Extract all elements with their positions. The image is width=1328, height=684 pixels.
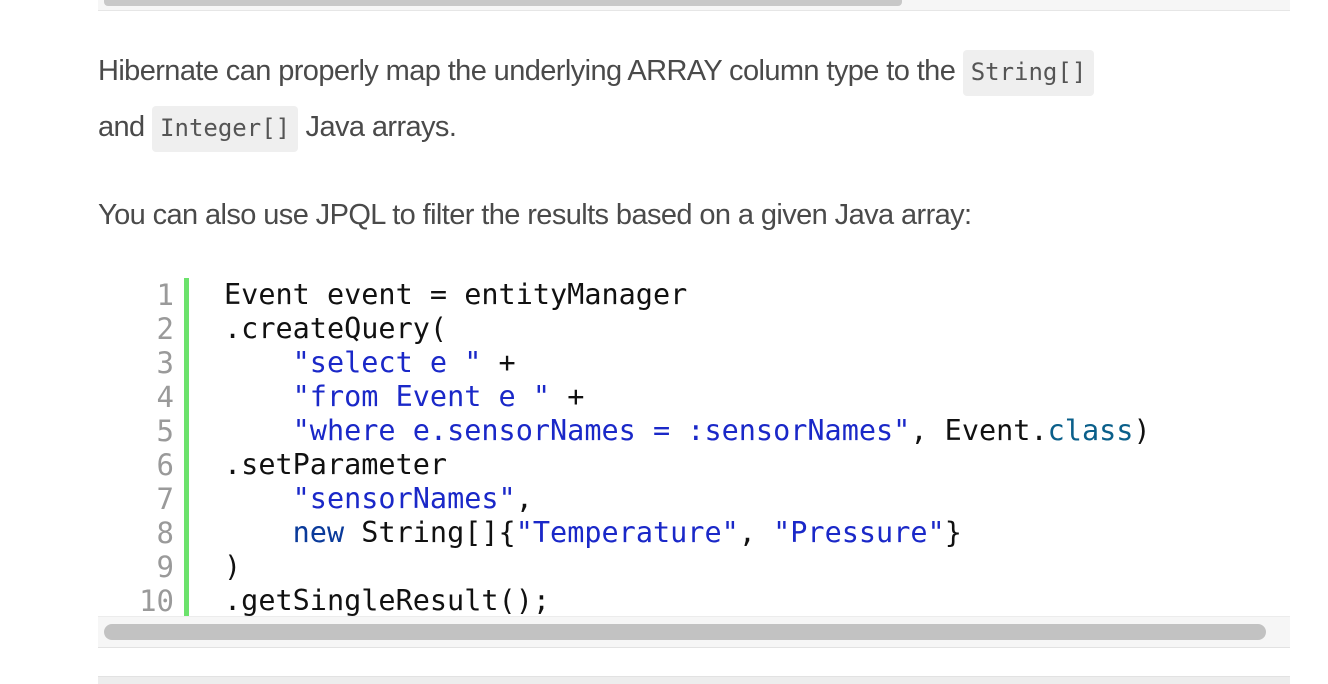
code-token: String[]{ (344, 516, 516, 549)
code-token (224, 482, 293, 515)
code-line: .createQuery( (224, 312, 1151, 346)
line-number: 4 (156, 380, 174, 414)
line-number: 8 (156, 516, 174, 550)
code-string-token: "where e.sensorNames = :sensorNames" (292, 414, 911, 447)
code-keyword-token: new (292, 516, 345, 549)
code-string-token: "from Event e " (292, 380, 551, 413)
code-keyword-token: class (1047, 414, 1134, 447)
code-string-token: "select e " (292, 346, 482, 379)
code-string-token: "Pressure" (773, 516, 945, 549)
code-string-token: "Temperature" (515, 516, 739, 549)
line-number: 5 (156, 414, 174, 448)
code-line: "select e " + (224, 346, 1151, 380)
line-number: 9 (156, 550, 174, 584)
code-string-token: "sensorNames" (292, 482, 516, 515)
code-line: new String[]{"Temperature", "Pressure"} (224, 516, 1151, 550)
code-token: , (515, 482, 533, 515)
code-token: .setParameter (224, 448, 448, 481)
code-token: , (738, 516, 774, 549)
code-token: + (550, 380, 585, 413)
code-line: ) (224, 550, 1151, 584)
code-line: "from Event e " + (224, 380, 1151, 414)
code-token (224, 380, 293, 413)
paragraph-text: Java arrays. (298, 111, 457, 143)
code-token: , Event. (910, 414, 1048, 447)
code-line: Event event = entityManager (224, 278, 1151, 312)
code-line: "where e.sensorNames = :sensorNames", Ev… (224, 414, 1151, 448)
code-token (224, 414, 293, 447)
code-token: } (944, 516, 962, 549)
code-token: ) (1133, 414, 1151, 447)
line-number: 2 (156, 312, 174, 346)
line-number: 6 (156, 448, 174, 482)
line-number: 7 (156, 482, 174, 516)
gutter-highlight-bar (184, 278, 189, 618)
code-line: .getSingleResult(); (224, 584, 1151, 618)
code-token: .createQuery( (224, 312, 448, 345)
top-code-block-scrollbar-thumb[interactable] (104, 0, 902, 6)
line-number: 1 (156, 278, 174, 312)
paragraph-text: and (98, 111, 153, 143)
next-block-divider (98, 676, 1290, 684)
code-block-scrollbar-thumb[interactable] (104, 624, 1266, 640)
inline-code-string-array: String[] (962, 50, 1095, 96)
code-line: .setParameter (224, 448, 1151, 482)
line-number: 10 (139, 584, 174, 618)
paragraph-text: Hibernate can properly map the underlyin… (98, 55, 963, 87)
code-lines: Event event = entityManager.createQuery(… (224, 278, 1151, 618)
code-token (224, 346, 293, 379)
paragraph-jpql-filter: You can also use JPQL to filter the resu… (98, 199, 972, 231)
line-number: 3 (156, 346, 174, 380)
code-token: + (481, 346, 516, 379)
paragraph-array-mapping: Hibernate can properly map the underlyin… (98, 44, 1298, 156)
code-line: "sensorNames", (224, 482, 1151, 516)
code-token: ) (224, 550, 242, 583)
inline-code-integer-array: Integer[] (152, 106, 299, 152)
code-token: Event event = entityManager (224, 278, 688, 311)
code-token (224, 516, 293, 549)
code-token: .getSingleResult(); (224, 584, 551, 617)
